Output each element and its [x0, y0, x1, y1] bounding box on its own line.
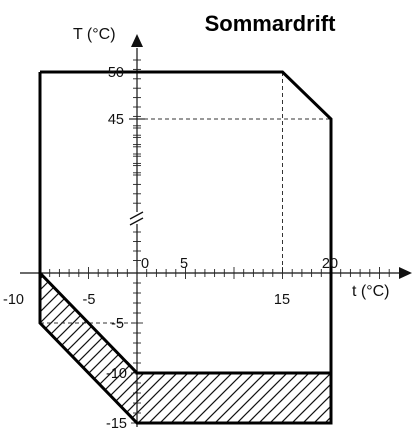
hatched-region-1 [40, 273, 137, 423]
boundary-outline [38, 70, 333, 425]
axis-break-mark-2 [129, 217, 144, 226]
x-axis-arrow [399, 267, 412, 279]
dashed-guides [40, 72, 331, 324]
y-tick-label: 50 [108, 65, 124, 81]
x-tick-label: 20 [322, 256, 338, 272]
y-tick-label: 45 [108, 112, 124, 128]
chart-title: Sommardrift [205, 11, 336, 36]
y-axis-arrow [131, 34, 143, 47]
y-tick-label: -10 [106, 366, 127, 382]
axes [20, 34, 412, 427]
x-tick-label: -5 [83, 292, 96, 308]
y-tick-label: -15 [106, 416, 127, 430]
hatched-region-2 [137, 373, 331, 423]
x-axis-title: t (°C) [352, 283, 390, 300]
x-tick-label: 0 [141, 256, 149, 272]
hatched-regions [40, 273, 331, 423]
x-tick-label: 5 [180, 256, 188, 272]
x-tick-label: 15 [274, 292, 290, 308]
y-tick-label: -5 [111, 316, 124, 332]
x-tick-label: -10 [3, 292, 24, 308]
labels: Sommardrift T (°C) t (°C) -10 -5 0 5 15 20 50 4… [3, 11, 390, 430]
boundary-line-1 [37, 270, 140, 376]
axis-break-mark-1 [129, 211, 144, 220]
y-axis-title: T (°C) [73, 26, 116, 43]
envelope-boundary [37, 70, 333, 425]
